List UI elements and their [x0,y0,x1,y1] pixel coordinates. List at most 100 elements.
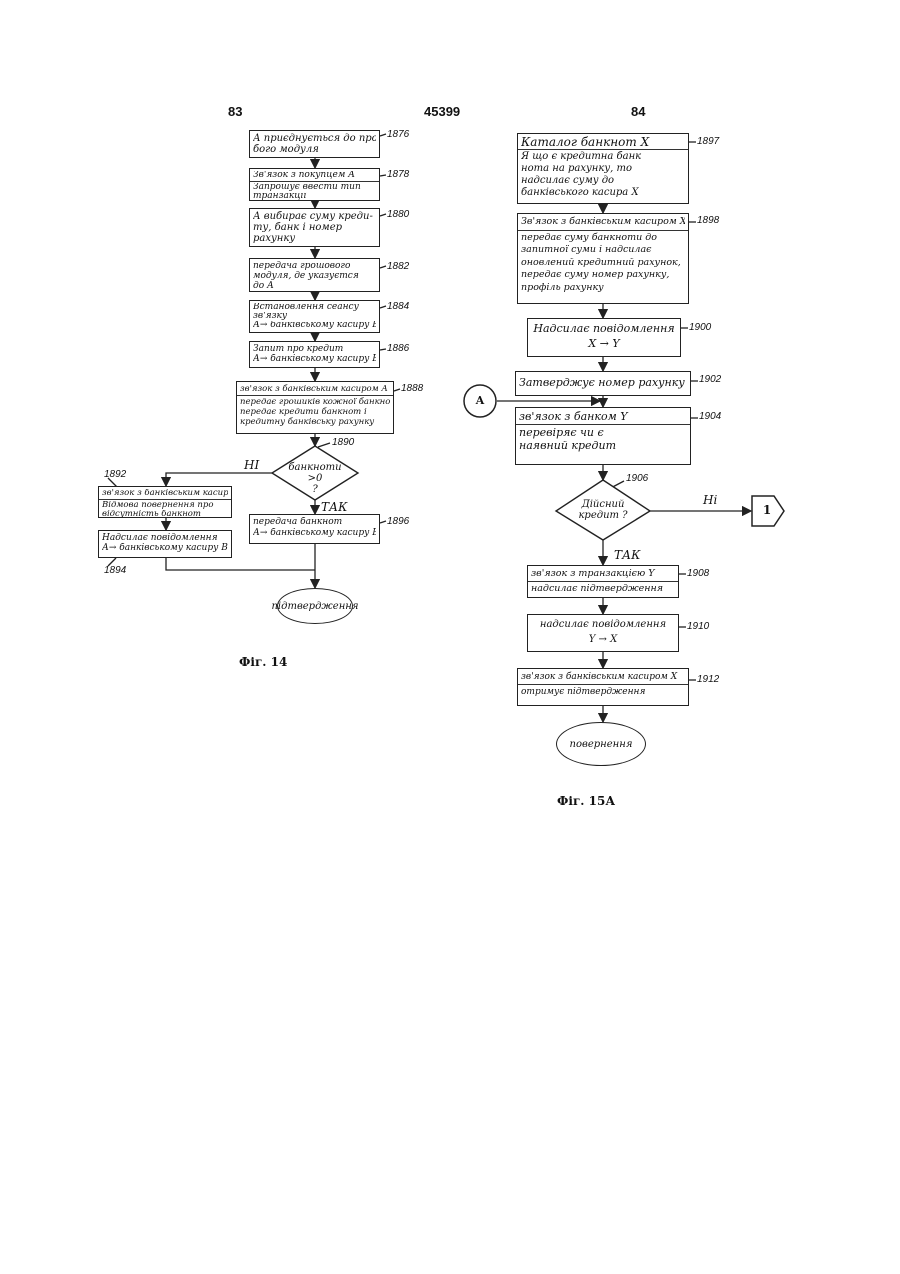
process-box-1908: зв'язок з транзакцією Y надсилає підтвер… [527,565,679,598]
process-box-1880: А вибирає суму креди- ту, банк і номер р… [249,208,380,247]
box-line: Надсилає повідомлення [531,321,677,336]
process-box-1876: А приєднується до проми- бого модуля [249,130,380,158]
box-line: А→ банківському касиру В [253,321,376,330]
box-line: ту, банк і номер [253,222,376,233]
box-line: А приєднується до проми- [253,133,376,144]
box-line: Затверджує номер рахунку [519,374,687,392]
decision-no-label-1890: НІ [244,458,259,472]
process-box-1904: зв'язок з банком Y перевіряє чи є наявни… [515,407,691,465]
ref-1908: 1908 [687,568,709,579]
box-line: зв'язок з транзакцією Y [531,568,675,580]
box-line: транзакції [253,192,376,201]
ref-1886: 1886 [387,343,409,354]
box-line: Встановлення сеансу [253,303,376,312]
box-line: до А [253,281,376,291]
box-line: оновлений кредитний рахунок, [521,257,685,270]
ref-1910: 1910 [687,621,709,632]
box-line: передача банкнот [253,517,376,528]
decision-yes-label-1890: ТАК [321,500,347,514]
process-box-1884: Встановлення сеансу зв'язку А→ банківськ… [249,300,380,333]
box-line: зв'язку [253,312,376,321]
box-line: банківського касира X [521,187,685,199]
box-line: А→ банківському касиру В [253,528,376,539]
ref-1884: 1884 [387,301,409,312]
box-line: надсилає суму до [521,175,685,187]
box-line: кредитну банківську рахунку [240,417,390,427]
decision-yes-label-1906: ТАК [614,548,640,562]
box-line: Зв'язок з покупцем А [253,171,376,180]
ref-1878: 1878 [387,169,409,180]
box-line: наявний кредит [519,439,687,452]
decision-no-label-1906: Ні [703,493,717,507]
box-line: Надсилає повідомлення [102,533,228,543]
offpage-connector-label: 1 [757,503,777,517]
ref-1906: 1906 [626,473,648,484]
ref-1897: 1897 [697,136,719,147]
process-box-1896: передача банкнот А→ банківському касиру … [249,514,380,544]
box-line: зв'язок з банком Y [519,410,687,423]
box-line: А вибирає суму креди- [253,211,376,222]
decision-text-1906: Дійсний кредит ? [568,499,638,521]
process-box-1897: Каталог банкнот X Я що є кредитна банк н… [517,133,689,204]
terminal-oval-fig15a: повернення [556,722,646,766]
box-line: Зв'язок з банківським касиром X [521,216,685,229]
box-line: передає суму номер рахунку, [521,269,685,282]
ref-1882: 1882 [387,261,409,272]
ref-1898: 1898 [697,215,719,226]
box-line: запитної суми і надсилає [521,244,685,257]
decision-line: ? [280,484,350,495]
process-box-1902: Затверджує номер рахунку [515,371,691,396]
ref-1900: 1900 [689,322,711,333]
terminal-oval-fig14: підтвердження [277,588,353,624]
ref-1902: 1902 [699,374,721,385]
ref-1896: 1896 [387,516,409,527]
decision-line: банкноти >0 [280,462,350,484]
box-line: бого модуля [253,144,376,155]
connector-a-label: А [472,394,488,407]
box-line: Запит про кредит [253,344,376,354]
box-line: нота на рахунку, то [521,163,685,175]
ref-1904: 1904 [699,411,721,422]
ref-1890: 1890 [332,437,354,448]
box-line: зв'язок з банківським касиром X [521,671,685,683]
figure-caption-15a: Фіг. 15А [557,794,615,808]
box-line: передає кредити банкнот і [240,407,390,417]
ref-1892: 1892 [104,469,126,480]
box-line: Запрошує ввести тип [253,183,376,192]
box-line: Я що є кредитна банк [521,151,685,163]
box-line: Каталог банкнот X [521,136,685,148]
ref-1876: 1876 [387,129,409,140]
process-box-1910: надсилає повідомлення Y → X [527,614,679,652]
decision-line: Дійсний [568,499,638,510]
ref-1888: 1888 [401,383,423,394]
process-box-1912: зв'язок з банківським касиром X отримує … [517,668,689,706]
box-line: надсилає повідомлення [531,617,675,632]
ref-1912: 1912 [697,674,719,685]
process-box-1892: зв'язок з банківським касиром А Відмова … [98,486,232,518]
box-line: передає суму банкноти до [521,232,685,245]
box-line: зв'язок з банківським касиром А [102,489,228,498]
process-box-1888: зв'язок з банківським касиром А передає … [236,381,394,434]
box-line: отримує підтвердження [521,686,685,698]
box-line: надсилає підтвердження [531,583,675,595]
ref-1880: 1880 [387,209,409,220]
box-line: передає грошиків кожної банкноти, [240,397,390,407]
box-line: відсутність банкнот [102,510,228,518]
box-line: зв'язок з банківським касиром А [240,384,390,394]
box-line: Відмова повернення про [102,501,228,510]
box-line: X → Y [531,336,677,351]
decision-text-1890: банкноти >0 ? [280,462,350,495]
process-box-1900: Надсилає повідомлення X → Y [527,318,681,357]
process-box-1878: Зв'язок з покупцем А Запрошує ввести тип… [249,168,380,201]
ref-1894: 1894 [104,565,126,576]
figure-caption-14: Фіг. 14 [239,655,287,669]
box-line: передача грошового [253,261,376,271]
box-line: профіль рахунку [521,282,685,295]
box-line: А→ банківському касиру В [253,354,376,364]
decision-line: кредит ? [568,510,638,521]
process-box-1882: передача грошового модуля, де указуєтся … [249,258,380,292]
box-line: Y → X [531,632,675,647]
process-box-1894: Надсилає повідомлення А→ банківському ка… [98,530,232,558]
box-line: рахунку [253,233,376,244]
